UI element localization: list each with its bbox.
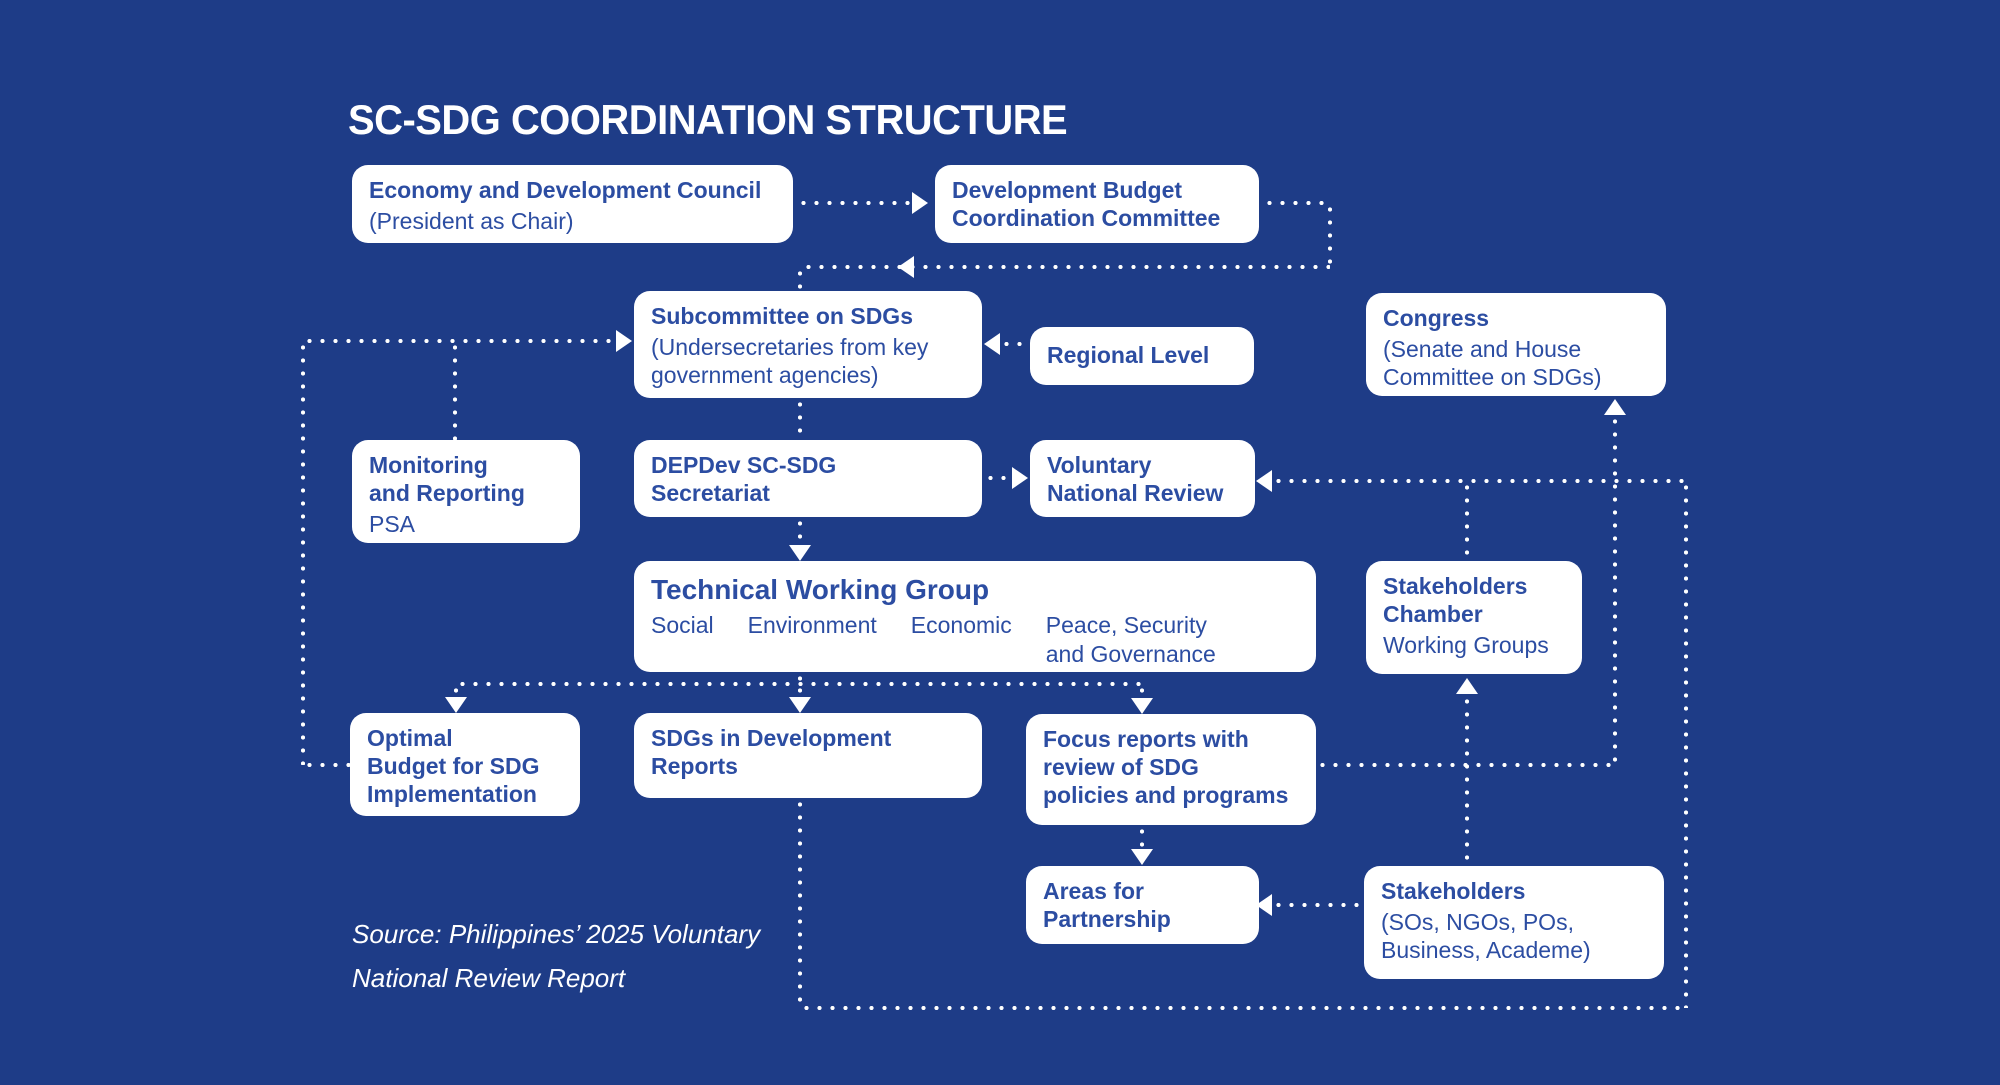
box-depdev-secretariat: DEPDev SC-SDG Secretariat [634, 440, 982, 517]
box-title: Stakeholders [1381, 878, 1526, 904]
box-subtitle: Working Groups [1383, 632, 1549, 659]
box-stakeholders: Stakeholders (SOs, NGOs, POs, Business, … [1364, 866, 1664, 979]
connector-fanout-to-sdg-reports [798, 684, 802, 697]
arrow-down-into-areas [1131, 849, 1153, 865]
box-title: DEPDev SC-SDG Secretariat [651, 452, 837, 507]
connector-twg-bottom-stub [798, 672, 802, 684]
connector-branch-to-monitoring [453, 341, 457, 440]
connector-regional-to-subcommittee [1000, 342, 1030, 346]
connector-fanout-to-focus [1140, 684, 1144, 698]
box-title: Development Budget Coordination Committe… [952, 177, 1221, 232]
connector-top-right-horizontal [1272, 479, 1688, 483]
box-focus-reports: Focus reports with review of SDG policie… [1026, 714, 1316, 825]
twg-item-economic: Economic [910, 612, 1012, 639]
box-monitoring-and-reporting: Monitoring and Reporting PSA [352, 440, 580, 543]
box-optimal-budget: Optimal Budget for SDG Implementation [350, 713, 580, 816]
box-subtitle: (Undersecretaries from key government ag… [651, 334, 929, 389]
page-title: SC-SDG COORDINATION STRUCTURE [348, 96, 1068, 143]
twg-item-environment: Environment [747, 612, 877, 639]
connector-focus-to-congress-vertical [1613, 415, 1617, 765]
box-title: Optimal Budget for SDG Implementation [367, 725, 540, 808]
box-title: Focus reports with review of SDG policie… [1043, 726, 1289, 809]
box-title: Congress [1383, 305, 1490, 331]
box-title: SDGs in Development Reports [651, 725, 892, 780]
arrow-left-into-areas-right [1256, 894, 1272, 916]
box-title: Stakeholders Chamber [1383, 573, 1528, 628]
source-note: Source: Philippines’ 2025 Voluntary Nati… [352, 919, 761, 994]
arrow-down-into-optimal [445, 697, 467, 713]
connector-left-loop-vertical [301, 341, 305, 765]
connector-bottom-horizontal [800, 1006, 1688, 1010]
box-technical-working-group: Technical Working Group Social Environme… [634, 561, 1316, 672]
arrow-up-into-chamber [1456, 678, 1478, 694]
box-regional-level: Regional Level [1030, 327, 1254, 385]
arrow-down-into-sdg-reports [789, 697, 811, 713]
twg-items: Social Environment Economic Peace, Secur… [651, 611, 1299, 669]
connector-dbcc-loop-horizontal [802, 265, 1330, 269]
arrow-left-into-subcommittee-right [984, 333, 1000, 355]
box-title: Regional Level [1047, 342, 1210, 368]
box-subcommittee-on-sdgs: Subcommittee on SDGs (Undersecretaries f… [634, 291, 982, 398]
connector-right-vertical [1684, 481, 1688, 1008]
connector-depdev-to-vnr [984, 476, 1012, 480]
connector-dbcc-loop-vertical [1328, 203, 1332, 267]
box-title: Areas for Partnership [1043, 878, 1171, 933]
box-stakeholders-chamber: Stakeholders Chamber Working Groups [1366, 561, 1582, 674]
twg-item-peace-security-governance: Peace, Security and Governance [1045, 612, 1216, 667]
box-title: Voluntary National Review [1047, 452, 1224, 507]
connector-left-loop-top [303, 339, 616, 343]
box-title: Economy and Development Council [369, 177, 762, 203]
connector-depdev-to-twg [798, 517, 802, 545]
arrow-left-into-vnr-right [1256, 470, 1272, 492]
arrow-down-into-focus [1131, 698, 1153, 714]
connector-stakeholders-to-chamber [1465, 695, 1469, 866]
arrow-right-into-subcommittee [616, 330, 632, 352]
connector-fanout-to-optimal [454, 684, 458, 697]
box-title: Subcommittee on SDGs [651, 303, 913, 329]
connector-sdg-reports-down [798, 798, 802, 1008]
box-voluntary-national-review: Voluntary National Review [1030, 440, 1255, 517]
box-subtitle: PSA [369, 511, 416, 538]
connector-stakeholders-to-areas [1272, 903, 1364, 907]
arrow-right-into-dbcc [912, 192, 928, 214]
connector-economy-to-dbcc [797, 201, 912, 205]
connector-branch-to-chamber-top [1465, 481, 1469, 561]
twg-item-social: Social [651, 612, 714, 639]
connector-focus-to-areas [1140, 825, 1144, 849]
box-subtitle: (Senate and House Committee on SDGs) [1383, 336, 1602, 391]
box-title: Monitoring and Reporting [369, 452, 525, 507]
box-economy-development-council: Economy and Development Council (Preside… [352, 165, 793, 243]
box-development-budget-coordination-committee: Development Budget Coordination Committe… [935, 165, 1259, 243]
connector-subcommittee-to-depdev [798, 398, 802, 440]
box-congress: Congress (Senate and House Committee on … [1366, 293, 1666, 396]
connector-into-subcommittee-top [798, 267, 802, 291]
arrow-left-on-dbcc-loop [898, 256, 914, 278]
box-areas-for-partnership: Areas for Partnership [1026, 866, 1259, 944]
arrow-down-into-twg [789, 545, 811, 561]
box-subtitle: (SOs, NGOs, POs, Business, Academe) [1381, 909, 1591, 964]
connector-left-loop-to-optimal [303, 763, 350, 767]
box-title: Technical Working Group [651, 574, 990, 605]
box-subtitle: (President as Chair) [369, 208, 574, 235]
connector-dbcc-right-stub [1263, 201, 1332, 205]
arrow-up-into-congress [1604, 399, 1626, 415]
box-sdgs-in-development-reports: SDGs in Development Reports [634, 713, 982, 798]
arrow-right-into-vnr [1012, 467, 1028, 489]
